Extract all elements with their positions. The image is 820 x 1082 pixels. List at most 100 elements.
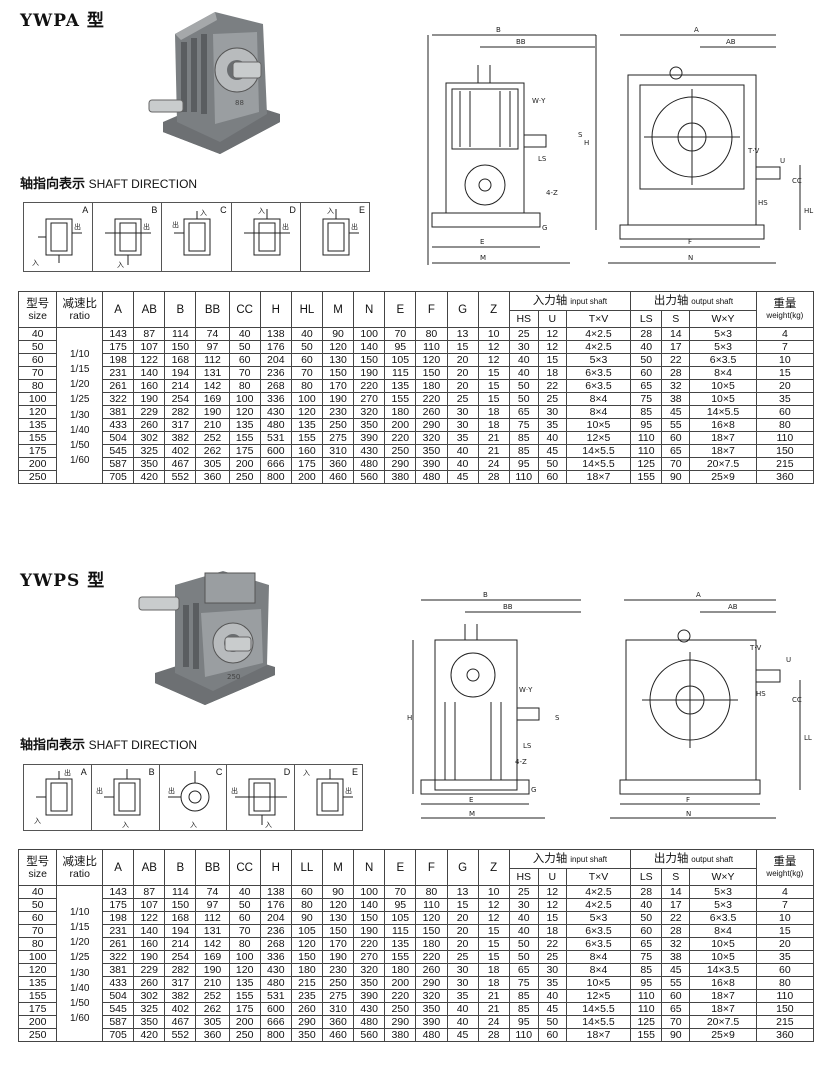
gearbox-photo-ywps: 250 (135, 565, 290, 710)
table-cell: 4×2.5 (565, 898, 632, 912)
table-cell: 60 (290, 353, 324, 367)
table-cell: 135 (384, 379, 417, 393)
table-cell: 261 (102, 937, 135, 951)
table-cell: 15 (755, 924, 815, 938)
table-cell: 390 (353, 431, 386, 445)
table-cell: 480 (415, 470, 448, 484)
table-cell: 17 (661, 340, 691, 354)
table-cell: 140 (133, 924, 166, 938)
table-cell: 480 (415, 1028, 448, 1042)
table-cell: 12 (537, 898, 567, 912)
size-cell: 250 (17, 470, 58, 484)
table-cell: 531 (259, 989, 292, 1003)
table-cell: 112 (195, 911, 230, 925)
table-cell: 30 (446, 418, 479, 432)
table-cell: 18 (477, 976, 510, 990)
table-cell: 20 (446, 911, 479, 925)
table-cell: 5×3 (689, 885, 757, 899)
table-cell: 290 (290, 1015, 324, 1029)
table-cell: 150 (353, 353, 386, 367)
dimension-diagram-front-ywpa: A AB T·V U CC HS HL F N (600, 25, 815, 270)
col-header: N (353, 291, 386, 328)
table-cell: 350 (415, 1002, 448, 1016)
table-cell: 30 (446, 963, 479, 977)
table-cell: 25 (537, 392, 567, 406)
table-cell: 24 (477, 457, 510, 471)
table-cell: 114 (164, 885, 197, 899)
table-cell: 140 (133, 366, 166, 380)
size-cell: 50 (17, 898, 58, 912)
ratio-value: 1/10 (69, 348, 90, 360)
table-cell: 25 (537, 950, 567, 964)
table-cell: 200 (290, 470, 324, 484)
table-cell: 50 (290, 340, 324, 354)
table-cell: 155 (630, 1028, 663, 1042)
table-cell: 14×5.5 (565, 457, 632, 471)
table-cell: 90 (661, 1028, 691, 1042)
dim-label-hl: HL (804, 207, 813, 215)
dim-label-u: U (780, 157, 785, 165)
svg-text:出: 出 (168, 786, 175, 795)
table-cell: 305 (195, 457, 230, 471)
table-cell: 110 (415, 340, 448, 354)
table-cell: 135 (290, 418, 324, 432)
table-cell: 190 (195, 405, 230, 419)
table-cell: 210 (195, 976, 230, 990)
ratio-value: 1/50 (69, 439, 90, 451)
gearbox-photo-ywpa: 88 (145, 4, 295, 162)
shaft-option-d: D 出入 (227, 765, 296, 830)
dim-label-s: S (555, 714, 560, 722)
ratio-value: 1/60 (69, 455, 90, 467)
table-cell: 15 (477, 937, 510, 951)
table-cell: 15 (477, 924, 510, 938)
table-cell: 50 (508, 937, 539, 951)
table-cell: 95 (384, 340, 417, 354)
table-cell: 261 (102, 379, 135, 393)
table-cell: 22 (537, 379, 567, 393)
svg-text:入: 入 (32, 259, 39, 267)
col-header: A (102, 849, 135, 886)
table-cell: 12 (477, 353, 510, 367)
table-cell: 18 (477, 963, 510, 977)
table-cell: 122 (133, 353, 166, 367)
table-cell: 90 (321, 885, 355, 899)
table-cell: 150 (321, 924, 355, 938)
ratio-value: 1/25 (69, 394, 90, 406)
table-cell: 15 (477, 379, 510, 393)
col-header: N (353, 849, 386, 886)
table-cell: 155 (228, 989, 261, 1003)
col-header: Z (477, 849, 510, 886)
shaft-option-c: C 出入 (162, 203, 232, 271)
table-cell: 360 (195, 470, 230, 484)
table-cell: 7 (755, 340, 815, 354)
table-cell: 325 (133, 1002, 166, 1016)
table-cell: 190 (321, 950, 355, 964)
dim-label-m: M (469, 810, 475, 818)
size-cell: 200 (17, 457, 58, 471)
table-cell: 60 (661, 431, 691, 445)
table-cell: 220 (353, 937, 386, 951)
table-cell: 80 (290, 898, 324, 912)
table-cell: 28 (477, 470, 510, 484)
table-cell: 4×2.5 (565, 885, 632, 899)
table-cell: 10×5 (689, 950, 757, 964)
table-cell: 252 (195, 431, 230, 445)
table-cell: 90 (290, 911, 324, 925)
svg-text:出: 出 (96, 786, 103, 795)
table-cell: 480 (353, 457, 386, 471)
table-cell: 12 (537, 327, 567, 341)
table-cell: 65 (630, 379, 663, 393)
table-cell: 322 (102, 950, 135, 964)
table-cell: 10 (477, 885, 510, 899)
ratio-value: 1/20 (69, 379, 90, 391)
table-cell: 504 (102, 431, 135, 445)
shaft-option-letter: E (359, 205, 366, 215)
shaft-direction-title-ywps: 轴指向表示 SHAFT DIRECTION (20, 734, 197, 753)
